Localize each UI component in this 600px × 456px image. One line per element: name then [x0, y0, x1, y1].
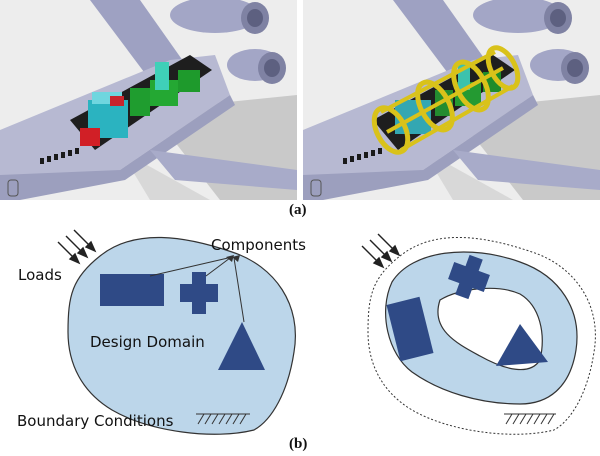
- optimized-triangle: [496, 324, 548, 366]
- component-cross: [180, 272, 218, 314]
- load-arrows: [57, 229, 97, 265]
- optimized-cross: [448, 254, 490, 300]
- component-rectangle: [100, 274, 164, 306]
- boundary-support-hatch: [196, 413, 250, 425]
- aircraft-render-left: [0, 0, 297, 200]
- optimized-layout-diagram: [361, 233, 596, 435]
- component-triangle: [218, 322, 265, 370]
- label-design-domain: Design Domain: [90, 333, 205, 351]
- design-domain-diagram: [57, 229, 296, 435]
- label-loads: Loads: [18, 266, 62, 284]
- caption-b: (b): [289, 436, 308, 452]
- label-boundary-conditions: Boundary Conditions: [17, 412, 174, 430]
- caption-a: (a): [289, 202, 307, 218]
- label-components: Components: [211, 236, 306, 254]
- aircraft-render-right: [303, 0, 600, 200]
- original-domain-outline: [367, 236, 596, 435]
- optimized-rectangle: [386, 296, 434, 362]
